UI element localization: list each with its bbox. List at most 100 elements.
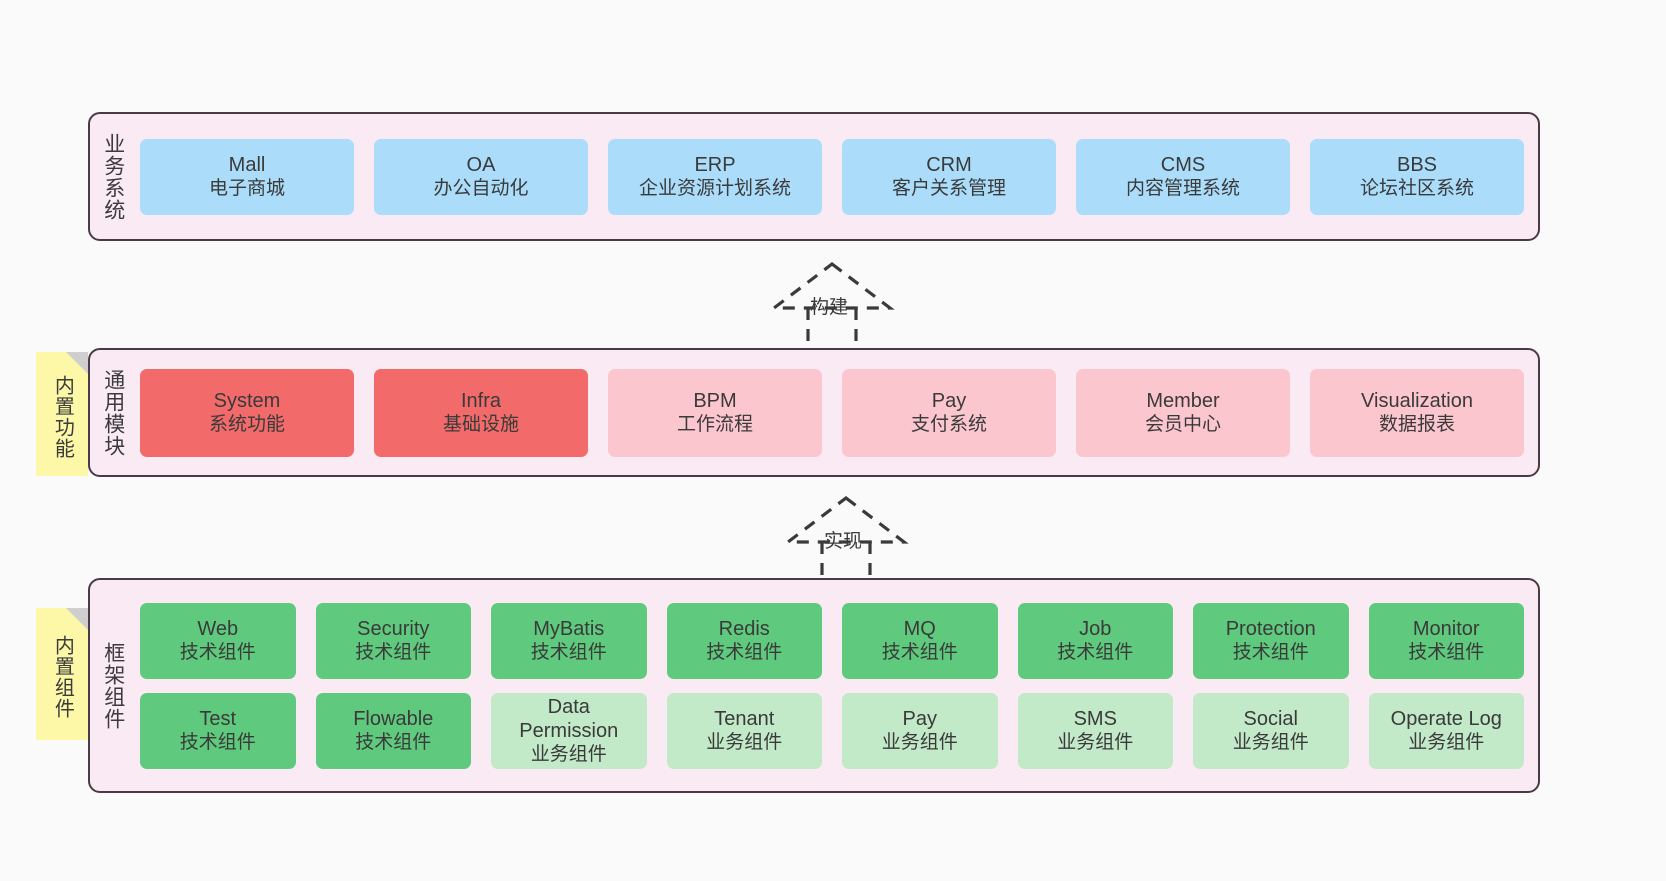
card-title-en: Pay <box>902 707 937 730</box>
card-title-en: ERP <box>694 153 736 176</box>
card-title-en: Visualization <box>1361 389 1473 412</box>
connector-build-icon <box>769 261 895 348</box>
card-title-cn: 客户关系管理 <box>891 178 1006 200</box>
card-title-cn: 论坛社区系统 <box>1359 178 1474 200</box>
layer-body-framework-components: Web 技术组件 Security 技术组件 MyBatis 技术组件 Redi… <box>136 580 1538 791</box>
card-crm[interactable]: CRM 客户关系管理 <box>842 138 1056 215</box>
card-title-en: Pay <box>931 389 967 412</box>
card-title-cn: 业务组件 <box>1408 732 1485 754</box>
card-flowable[interactable]: Flowable 技术组件 <box>315 692 471 769</box>
card-title-en: SMS <box>1073 707 1117 730</box>
card-title-cn: 业务组件 <box>881 732 958 754</box>
card-title-cn: 电子商城 <box>208 178 285 200</box>
card-row: Test 技术组件 Flowable 技术组件 Data Permission … <box>140 692 1524 769</box>
layer-framework-components: 框架组件 Web 技术组件 Security 技术组件 MyBatis 技术组件… <box>88 578 1540 793</box>
layer-common-modules: 通用模块 System 系统功能 Infra 基础设施 BPM 工作流程 Pay… <box>88 348 1540 477</box>
card-sms[interactable]: SMS 业务组件 <box>1017 692 1173 769</box>
card-title-cn: 基础设施 <box>442 414 519 436</box>
card-title-cn: 技术组件 <box>1232 642 1309 664</box>
card-cms[interactable]: CMS 内容管理系统 <box>1076 138 1290 215</box>
card-title-cn: 办公自动化 <box>433 178 529 200</box>
card-title-en: Member <box>1146 389 1220 412</box>
card-pay-component[interactable]: Pay 业务组件 <box>842 692 998 769</box>
card-title-en: Data Permission <box>519 695 619 742</box>
card-title-cn: 企业资源计划系统 <box>638 178 791 200</box>
card-infra[interactable]: Infra 基础设施 <box>374 368 588 457</box>
card-title-en: CRM <box>926 153 972 176</box>
connector-build-label: 构建 <box>810 297 849 318</box>
card-title-en: Protection <box>1225 617 1316 640</box>
card-title-en: Flowable <box>353 707 434 730</box>
card-redis[interactable]: Redis 技术组件 <box>666 602 822 679</box>
card-title-cn: 技术组件 <box>706 642 783 664</box>
card-title-en: BBS <box>1396 153 1438 176</box>
layer-title-framework-components: 框架组件 <box>101 641 125 730</box>
card-data-permission[interactable]: Data Permission 业务组件 <box>491 692 647 769</box>
card-web[interactable]: Web 技术组件 <box>140 602 296 679</box>
card-title-en: CMS <box>1160 153 1206 176</box>
card-title-cn: 会员中心 <box>1144 414 1221 436</box>
card-title-en: MyBatis <box>533 617 605 640</box>
card-title-en: Monitor <box>1412 617 1480 640</box>
card-visualization[interactable]: Visualization 数据报表 <box>1310 368 1524 457</box>
card-pay-module[interactable]: Pay 支付系统 <box>842 368 1056 457</box>
card-title-cn: 业务组件 <box>1232 732 1309 754</box>
card-title-en: Social <box>1243 707 1298 730</box>
card-oa[interactable]: OA 办公自动化 <box>374 138 588 215</box>
card-title-cn: 技术组件 <box>530 642 607 664</box>
card-operate-log[interactable]: Operate Log 业务组件 <box>1368 692 1524 769</box>
card-security[interactable]: Security 技术组件 <box>315 602 471 679</box>
card-row: System 系统功能 Infra 基础设施 BPM 工作流程 Pay 支付系统… <box>140 368 1524 457</box>
card-title-cn: 内容管理系统 <box>1125 178 1240 200</box>
note-fold-icon <box>66 608 88 630</box>
card-title-cn: 技术组件 <box>1057 642 1134 664</box>
card-mybatis[interactable]: MyBatis 技术组件 <box>491 602 647 679</box>
connector-build <box>752 258 912 350</box>
note-builtin-components: 内置组件 <box>36 608 88 740</box>
card-title-cn: 技术组件 <box>1408 642 1485 664</box>
card-bpm[interactable]: BPM 工作流程 <box>608 368 822 457</box>
card-title-en: Mall <box>228 153 266 176</box>
note-label: 内置功能 <box>51 375 74 459</box>
card-title-en: Job <box>1079 617 1112 640</box>
card-title-en: Test <box>199 707 237 730</box>
card-title-en: OA <box>466 153 496 176</box>
card-bbs[interactable]: BBS 论坛社区系统 <box>1310 138 1524 215</box>
card-title-en: Web <box>197 617 239 640</box>
card-title-en: Infra <box>460 389 502 412</box>
card-title-cn: 数据报表 <box>1378 414 1455 436</box>
layer-body-business-systems: Mall 电子商城 OA 办公自动化 ERP 企业资源计划系统 CRM 客户关系… <box>136 114 1538 239</box>
card-title-cn: 技术组件 <box>179 642 256 664</box>
card-member[interactable]: Member 会员中心 <box>1076 368 1290 457</box>
layer-title-business-systems: 业务系统 <box>101 132 125 221</box>
card-title-en: BPM <box>693 389 737 412</box>
card-title-cn: 业务组件 <box>1057 732 1134 754</box>
card-system[interactable]: System 系统功能 <box>140 368 354 457</box>
card-title-en: Operate Log <box>1390 707 1502 730</box>
card-monitor[interactable]: Monitor 技术组件 <box>1368 602 1524 679</box>
card-test[interactable]: Test 技术组件 <box>140 692 296 769</box>
card-title-en: System <box>213 389 281 412</box>
card-title-cn: 业务组件 <box>706 732 783 754</box>
connector-implement <box>766 492 926 584</box>
card-mq[interactable]: MQ 技术组件 <box>842 602 998 679</box>
card-title-cn: 工作流程 <box>676 414 753 436</box>
card-title-cn: 技术组件 <box>179 732 256 754</box>
card-title-cn: 技术组件 <box>881 642 958 664</box>
card-mall[interactable]: Mall 电子商城 <box>140 138 354 215</box>
card-protection[interactable]: Protection 技术组件 <box>1193 602 1349 679</box>
card-title-en: Tenant <box>714 707 775 730</box>
card-title-en: Security <box>357 617 430 640</box>
card-tenant[interactable]: Tenant 业务组件 <box>666 692 822 769</box>
card-title-cn: 技术组件 <box>355 732 432 754</box>
card-title-en: MQ <box>903 617 936 640</box>
note-fold-icon <box>66 352 88 374</box>
card-erp[interactable]: ERP 企业资源计划系统 <box>608 138 822 215</box>
note-builtin-features: 内置功能 <box>36 352 88 476</box>
card-title-cn: 技术组件 <box>355 642 432 664</box>
connector-implement-icon <box>783 495 909 582</box>
card-job[interactable]: Job 技术组件 <box>1017 602 1173 679</box>
card-title-cn: 支付系统 <box>910 414 987 436</box>
card-social[interactable]: Social 业务组件 <box>1193 692 1349 769</box>
